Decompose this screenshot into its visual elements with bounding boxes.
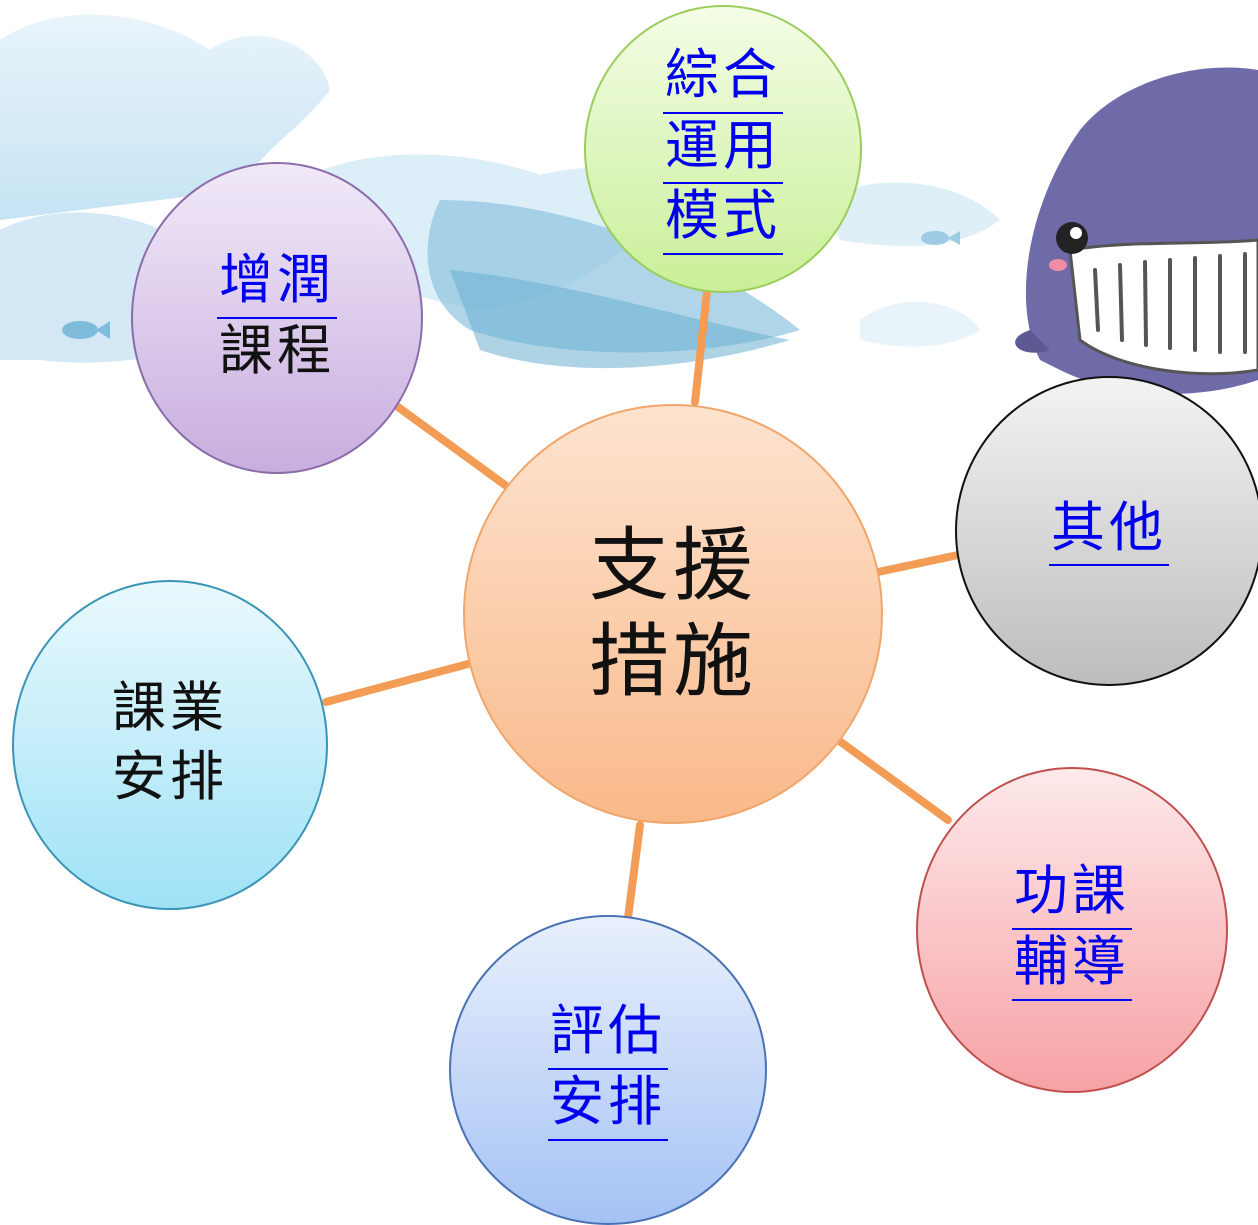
node-enrichment-curriculum[interactable]: 增潤 課程 [131,162,423,474]
node-enrichment-line-2: 課程 [219,319,335,382]
center-line-2: 措施 [589,615,757,708]
node-integrated-mode-line-2[interactable]: 運用 [663,114,783,185]
node-integrated-mode-line-1[interactable]: 綜合 [663,43,783,114]
node-tutoring-line-2[interactable]: 輔導 [1012,930,1132,1001]
node-others[interactable]: 其他 [955,376,1258,686]
center-line-1: 支援 [589,519,757,612]
node-integrated-mode[interactable]: 綜合 運用 模式 [584,5,862,293]
small-fish-icon [62,231,960,339]
node-others-label[interactable]: 其他 [1049,496,1169,567]
whale-illustration [1015,67,1258,394]
node-integrated-mode-line-3[interactable]: 模式 [663,184,783,256]
connector-pinggu [624,821,644,922]
node-tutoring-line-1[interactable]: 功課 [1012,859,1132,930]
node-homework-line-1: 課業 [112,676,228,740]
connector-qita [874,551,962,576]
node-assessment-line-2[interactable]: 安排 [548,1070,668,1141]
node-enrichment-line-1[interactable]: 增潤 [217,248,337,319]
node-assessment-line-1[interactable]: 評估 [548,999,668,1070]
connector-zonghe [691,288,711,406]
node-homework-tutoring[interactable]: 功課 輔導 [916,767,1228,1093]
node-homework-arrangement: 課業 安排 [12,580,328,910]
connector-keye [322,660,472,706]
connector-zengrun [394,403,509,489]
node-homework-line-2: 安排 [112,745,228,808]
center-node-support-measures: 支援 措施 [463,404,883,824]
connector-gongke [834,736,952,824]
node-assessment-arrangement[interactable]: 評估 安排 [449,915,767,1225]
